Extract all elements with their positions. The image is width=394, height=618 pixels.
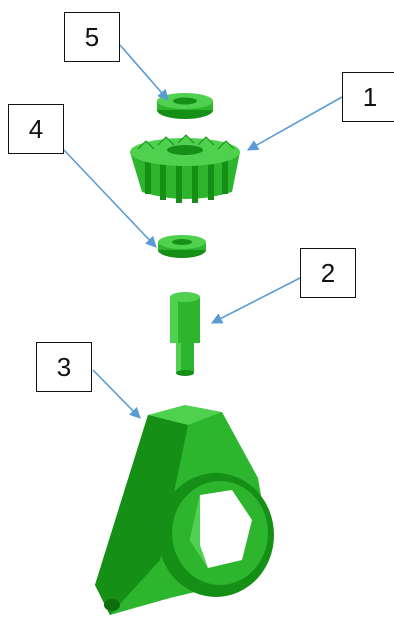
callout-label-2: 2 bbox=[300, 248, 356, 298]
leader-lines bbox=[63, 44, 343, 419]
leader-line-3 bbox=[92, 369, 141, 419]
part-2-shaft bbox=[170, 292, 200, 376]
leader-line-1 bbox=[247, 96, 343, 151]
part-1-gear bbox=[130, 134, 240, 203]
callout-label-3: 3 bbox=[36, 342, 92, 392]
callout-label-5: 5 bbox=[64, 12, 120, 62]
callout-label-4: 4 bbox=[8, 104, 64, 154]
leader-line-2 bbox=[211, 277, 301, 324]
leader-line-4 bbox=[63, 149, 157, 248]
leader-line-5 bbox=[119, 44, 169, 101]
part-5-washer-top bbox=[157, 93, 213, 119]
part-3-triangular-housing bbox=[95, 405, 274, 615]
part-4-washer-bottom bbox=[158, 235, 206, 258]
callout-label-1: 1 bbox=[342, 72, 394, 122]
